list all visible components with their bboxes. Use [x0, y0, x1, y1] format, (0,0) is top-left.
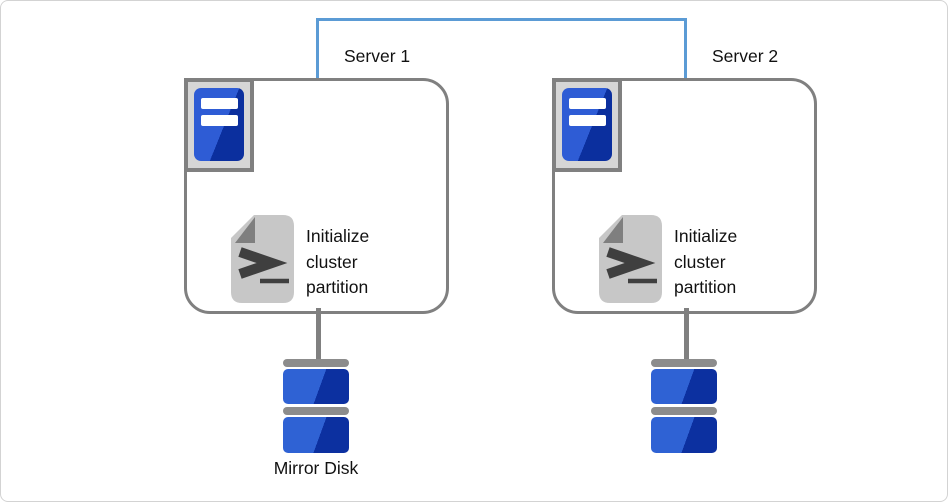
disk-platter	[651, 369, 717, 404]
disk-platter	[283, 369, 349, 404]
server-tower-icon	[194, 88, 244, 161]
server2-action-label: Initialize cluster partition	[674, 226, 738, 297]
server2-icon-plate	[552, 78, 622, 172]
disk-cap	[283, 359, 349, 367]
disk-platter	[651, 417, 717, 453]
disk-platter	[283, 417, 349, 453]
disk-cap	[283, 407, 349, 415]
disk-cap	[651, 359, 717, 367]
disk-cap	[651, 407, 717, 415]
mirror-disk-label: Mirror Disk	[273, 458, 359, 478]
server1-group: Server 1 Initialize cluster partition Mi…	[184, 46, 449, 478]
server2-label: Server 2	[712, 46, 779, 66]
interconnect-line-right	[684, 18, 687, 78]
tower-slot-icon	[201, 115, 238, 126]
server1-icon-plate	[184, 78, 254, 172]
server2-group: Server 2 Initialize cluster partition	[552, 46, 817, 478]
server-tower-icon	[562, 88, 612, 161]
server1-label: Server 1	[344, 46, 411, 66]
shell-script-icon	[231, 215, 294, 303]
interconnect-line-top	[316, 18, 687, 21]
tower-slot-icon	[569, 98, 606, 109]
shell-script-icon	[599, 215, 662, 303]
tower-slot-icon	[569, 115, 606, 126]
server1-action-label: Initialize cluster partition	[306, 226, 370, 297]
interconnect-line-left	[316, 18, 319, 78]
server2-disk-connector	[684, 308, 689, 363]
server1-disk-connector	[316, 308, 321, 363]
tower-slot-icon	[201, 98, 238, 109]
